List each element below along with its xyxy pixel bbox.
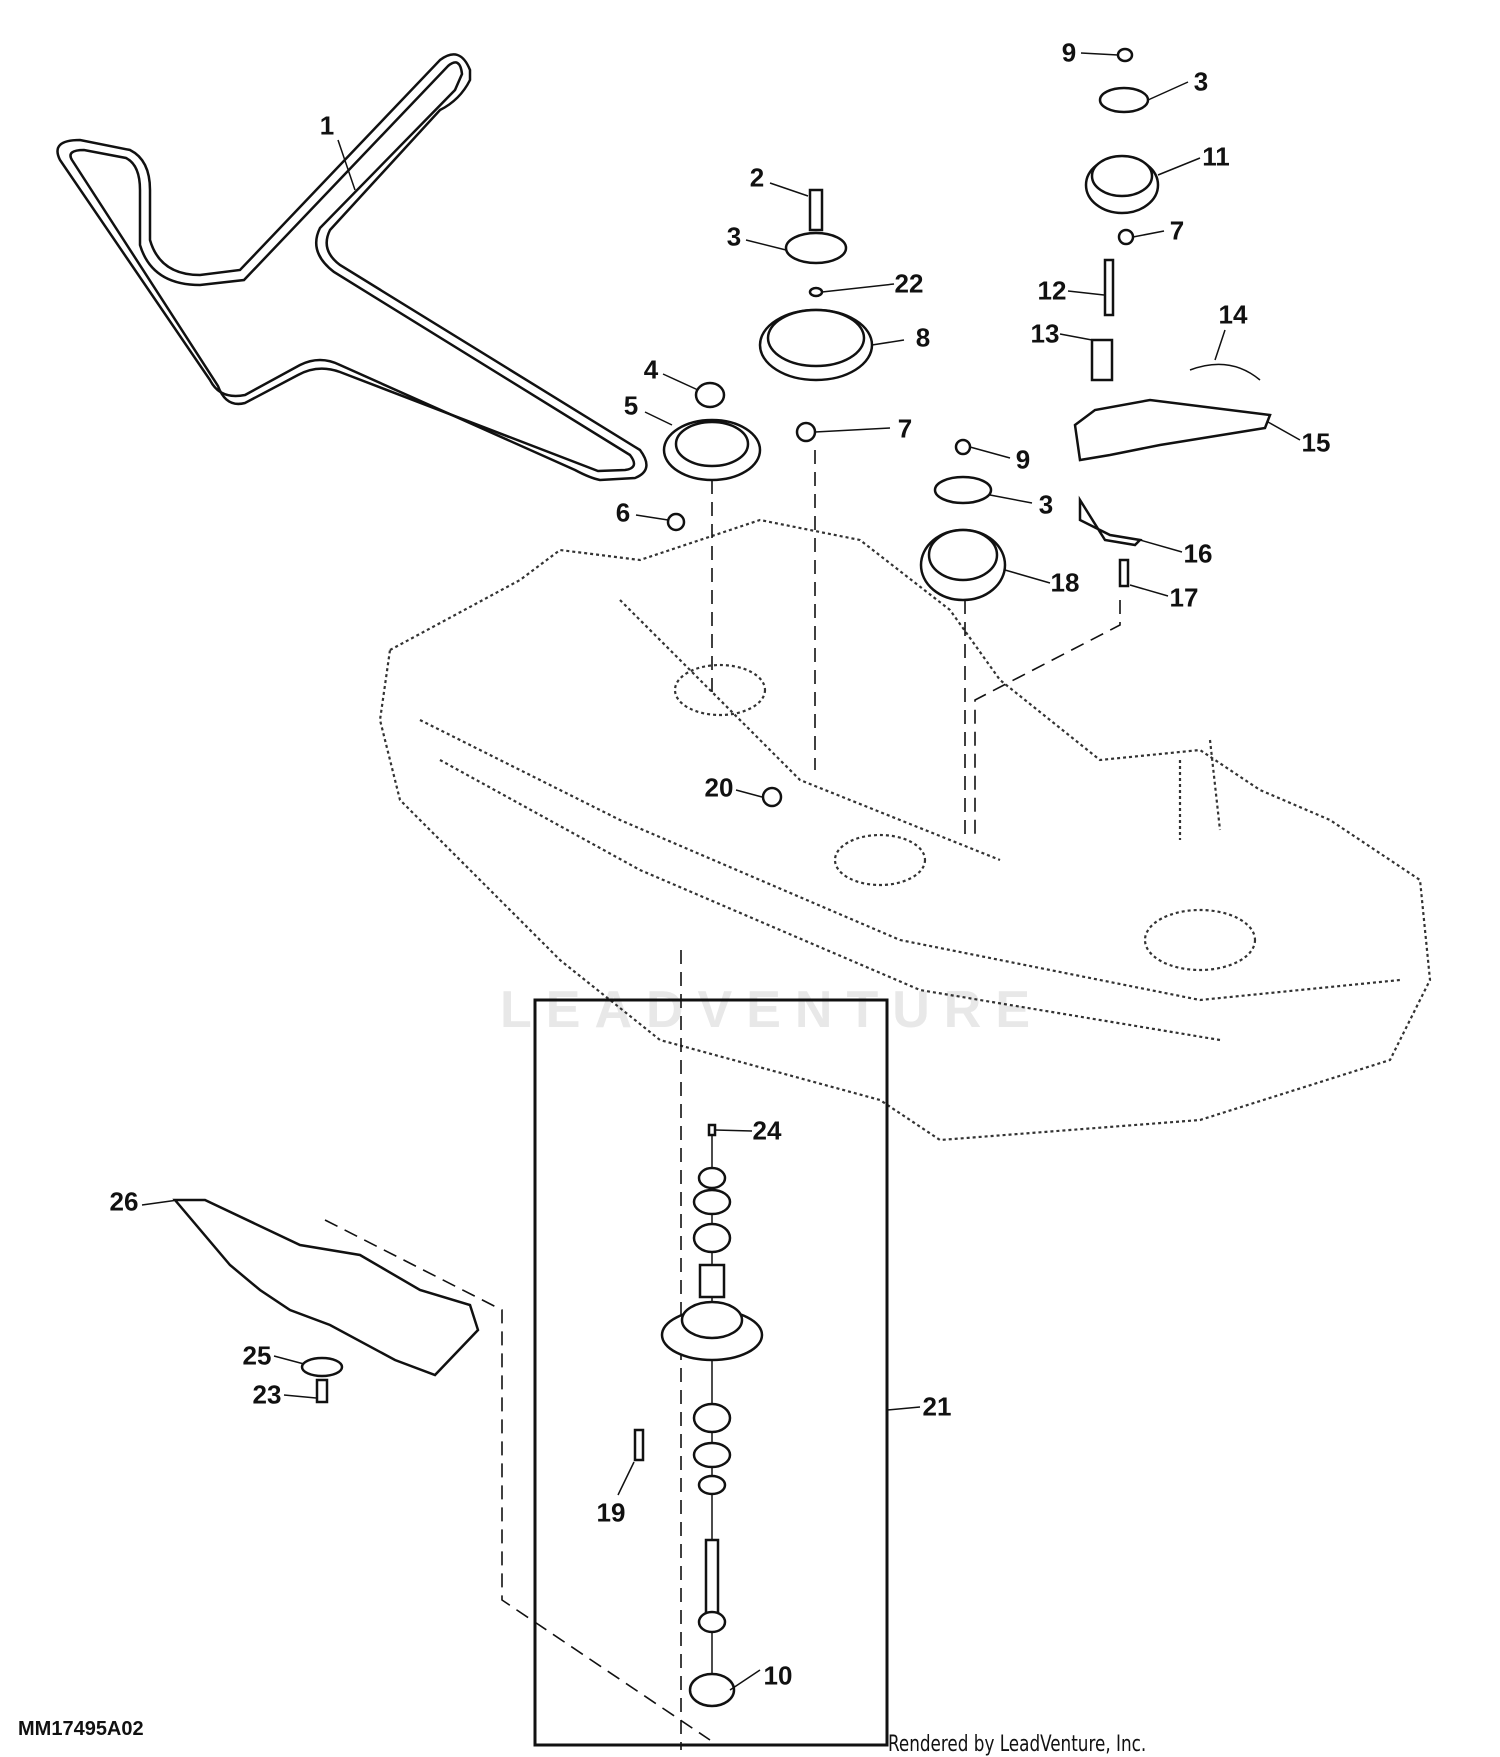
right-idler-stack[interactable]	[1084, 47, 1160, 246]
spindle-assembly[interactable]	[633, 1123, 764, 1708]
callout-12[interactable]: 12	[1037, 275, 1067, 306]
callout-17[interactable]: 17	[1169, 582, 1199, 613]
callout-1[interactable]: 1	[319, 110, 335, 141]
callout-19[interactable]: 19	[596, 1497, 626, 1528]
blade-assembly[interactable]	[172, 1198, 480, 1404]
callout-23[interactable]: 23	[252, 1379, 282, 1410]
callout-20[interactable]: 20	[704, 772, 734, 803]
callout-6[interactable]: 6	[615, 497, 631, 528]
leader-lines	[141, 52, 1301, 1691]
callout-4[interactable]: 4	[643, 354, 659, 385]
callout-26[interactable]: 26	[109, 1186, 139, 1217]
left-pulley-stack[interactable]	[662, 381, 762, 532]
render-credit: Rendered by LeadVenture, Inc.	[888, 1732, 1147, 1757]
callout-11[interactable]: 11	[1202, 141, 1230, 172]
callout-9[interactable]: 9	[1061, 37, 1077, 68]
callout-13[interactable]: 13	[1030, 318, 1060, 349]
callout-10[interactable]: 10	[763, 1660, 793, 1691]
callout-5[interactable]: 5	[623, 390, 639, 421]
callout-7[interactable]: 7	[1169, 215, 1185, 246]
callout-22[interactable]: 22	[894, 268, 924, 299]
callout-8[interactable]: 8	[915, 322, 931, 353]
watermark: LEADVENTURE	[500, 981, 1045, 1039]
callout-25[interactable]: 25	[242, 1340, 272, 1371]
callout-9[interactable]: 9	[1015, 444, 1031, 475]
callout-24[interactable]: 24	[752, 1115, 782, 1146]
callout-3[interactable]: 3	[726, 221, 742, 252]
callout-3[interactable]: 3	[1193, 66, 1209, 97]
callout-7[interactable]: 7	[897, 413, 913, 444]
callout-15[interactable]: 15	[1301, 427, 1331, 458]
callout-16[interactable]: 16	[1183, 538, 1213, 569]
callout-3[interactable]: 3	[1038, 489, 1054, 520]
callout-21[interactable]: 21	[922, 1391, 952, 1422]
mid-idler-stack[interactable]	[919, 438, 1007, 602]
callout-2[interactable]: 2	[749, 162, 765, 193]
belt-part[interactable]	[56, 53, 648, 482]
callout-14[interactable]: 14	[1218, 299, 1248, 330]
idler-arm-assembly[interactable]	[1073, 258, 1272, 588]
drive-pulley-stack[interactable]	[758, 188, 874, 443]
spindle-assembly-box	[533, 998, 889, 1747]
nut-20[interactable]	[761, 786, 783, 808]
mower-deck	[378, 518, 1432, 1142]
figure-id: MM17495A02	[18, 1718, 144, 1740]
callout-18[interactable]: 18	[1050, 567, 1080, 598]
